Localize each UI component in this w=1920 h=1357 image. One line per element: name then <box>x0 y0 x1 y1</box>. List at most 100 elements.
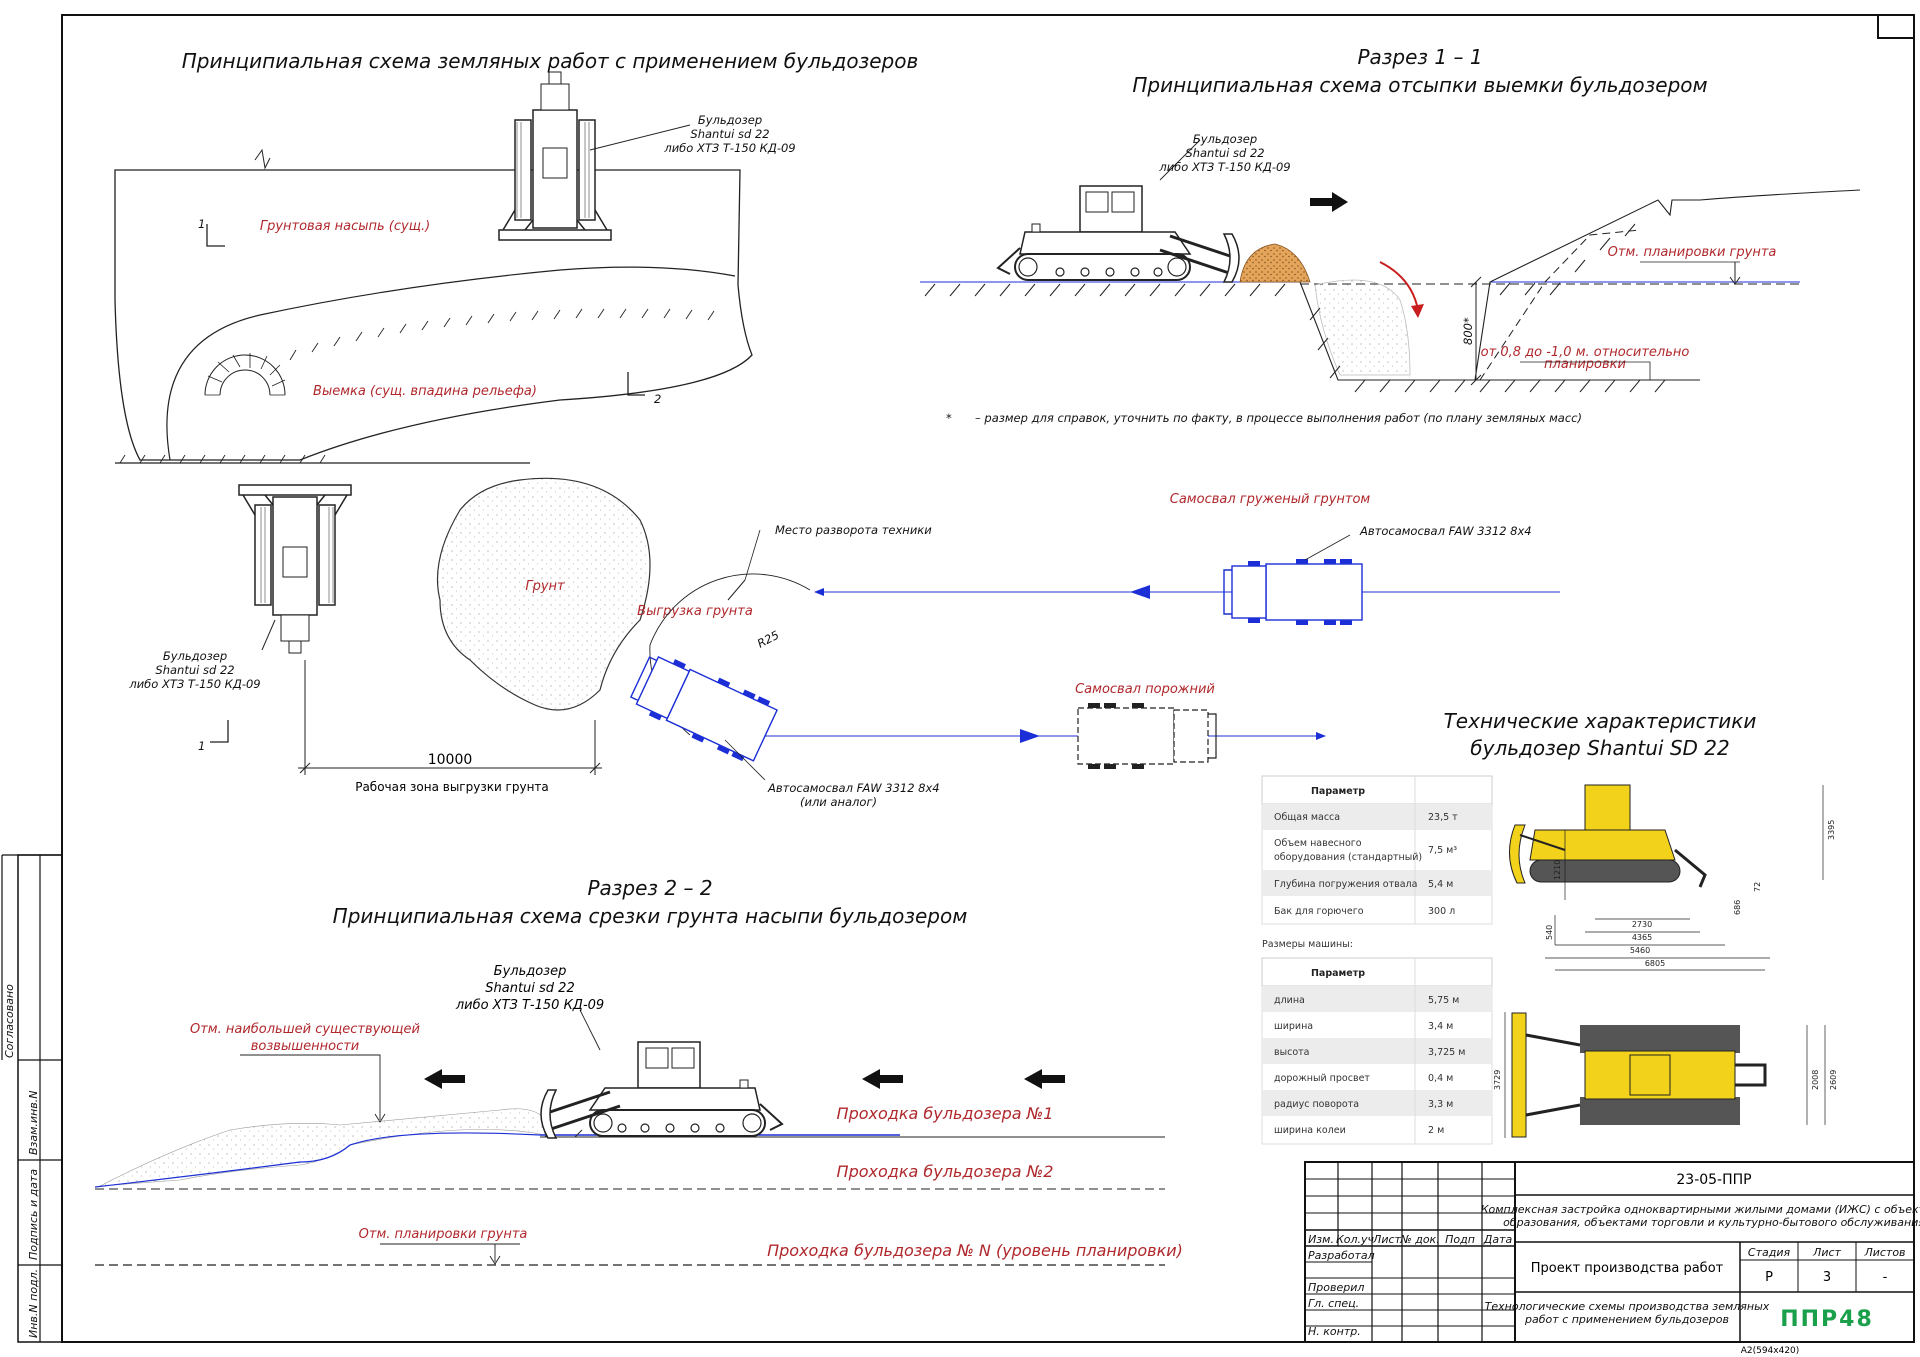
specs-table-2: Параметр длина 5,75 м ширина 3,4 м высот… <box>1261 957 1493 1145</box>
cut-mark-2: 2 <box>627 372 661 406</box>
svg-text:2 м: 2 м <box>1428 1125 1444 1136</box>
bulldozer-label-section11: Бульдозер Shantui sd 22 либо ХТЗ Т-150 К… <box>1158 132 1290 174</box>
svg-text:Н. контр.: Н. контр. <box>1308 1325 1361 1338</box>
svg-text:Параметр: Параметр <box>1311 968 1365 979</box>
title-block-col-headers: Изм. Кол.уч Лист № док. Подп Дата <box>1308 1233 1512 1246</box>
stamp-sheet-h: Лист <box>1812 1246 1841 1259</box>
section11-excavation <box>1299 189 1861 381</box>
svg-text:3,725 м: 3,725 м <box>1428 1047 1465 1058</box>
stamp-sheets-h: Листов <box>1863 1246 1905 1259</box>
svg-text:Кол.уч: Кол.уч <box>1336 1233 1375 1246</box>
svg-text:Shantui sd 22: Shantui sd 22 <box>485 981 574 996</box>
svg-text:1: 1 <box>198 739 205 753</box>
truck-empty <box>1077 703 1217 769</box>
stamp-stage-h: Стадия <box>1748 1246 1791 1259</box>
svg-text:оборудования (стандартный): оборудования (стандартный) <box>1274 852 1422 863</box>
stamp-desc-1: Технологические схемы производства земля… <box>1485 1300 1770 1313</box>
svg-text:Бак для горючего: Бак для горючего <box>1274 906 1364 917</box>
section11-slope-right <box>1479 229 1641 381</box>
truck-unloading <box>625 646 780 767</box>
svg-text:5,4 м: 5,4 м <box>1428 879 1453 890</box>
svg-text:0,4 м: 0,4 м <box>1428 1073 1453 1084</box>
side-replace-inv: Взам.инв.N <box>27 1091 40 1155</box>
cut-mark-1-top: 1 <box>198 217 225 247</box>
svg-text:Бульдозер: Бульдозер <box>163 649 227 663</box>
unloading-label: Выгрузка грунта <box>637 604 753 619</box>
yellow-dozer-dims <box>1545 785 1824 971</box>
specs-title-a: Технические характеристики <box>1444 709 1757 733</box>
section11-fill <box>1314 279 1411 376</box>
pass2-label: Проходка бульдозера №2 <box>837 1162 1054 1181</box>
section22-surface <box>94 1132 541 1188</box>
title-block-roles: Разработал Проверил Гл. спец. Н. контр. <box>1308 1249 1375 1338</box>
stamp-sheet: 3 <box>1823 1270 1831 1285</box>
corner-mark <box>1877 15 1914 39</box>
stamp-project-2: образования, объектами торговли и культу… <box>1503 1216 1920 1229</box>
section22-title-b: Принципиальная схема срезки грунта насып… <box>333 904 968 928</box>
bulldozer-label-plan-bottom: Бульдозер Shantui sd 22 либо ХТЗ Т-150 К… <box>128 649 260 691</box>
bulldozer-label-plan-top: Бульдозер Shantui sd 22 либо ХТЗ Т-150 К… <box>663 113 795 155</box>
svg-text:7,5 м³: 7,5 м³ <box>1428 845 1457 856</box>
highest-label-2: возвышенности <box>251 1039 359 1054</box>
svg-text:Дата: Дата <box>1483 1233 1513 1246</box>
svg-text:Shantui sd 22: Shantui sd 22 <box>690 127 769 141</box>
excavation-label: Выемка (сущ. впадина рельефа) <box>313 384 537 399</box>
svg-text:Подп: Подп <box>1445 1233 1475 1246</box>
svg-text:Бульдозер: Бульдозер <box>1193 132 1257 146</box>
note-text: – размер для справок, уточнить по факту,… <box>975 411 1582 425</box>
bulldozer-section22 <box>539 1040 784 1140</box>
dim-4365: 4365 <box>1632 933 1652 942</box>
dim-5460: 5460 <box>1630 946 1650 955</box>
section22-level-label: Отм. планировки грунта <box>359 1227 528 1242</box>
side-agreed: Согласовано <box>3 984 16 1058</box>
stamp-stage: Р <box>1765 1270 1773 1285</box>
dim-2008: 2008 <box>1811 1070 1820 1090</box>
zone-label: Рабочая зона выгрузки грунта <box>355 780 549 794</box>
svg-text:Бульдозер: Бульдозер <box>494 964 567 979</box>
dim-2609: 2609 <box>1829 1070 1838 1090</box>
radius-label: R25 <box>755 628 782 651</box>
main-title: Принципиальная схема земляных работ с пр… <box>182 49 919 73</box>
svg-text:Общая масса: Общая масса <box>1274 812 1340 823</box>
specs-table-1: Параметр Общая масса 23,5 т Объем навесн… <box>1261 775 1493 925</box>
section22-fill <box>99 1108 546 1187</box>
stamp-desc-2: работ с применением бульдозеров <box>1524 1313 1729 1326</box>
specs-title-b: бульдозер Shantui SD 22 <box>1470 736 1729 760</box>
svg-text:Объем навесного: Объем навесного <box>1274 838 1362 849</box>
sheet-format: А2(594х420) <box>1741 1346 1800 1356</box>
depth-value: 800* <box>1461 317 1475 345</box>
side-stamp-lines <box>1 854 62 1342</box>
fall-arrow <box>1379 261 1419 311</box>
dim-72: 72 <box>1753 882 1762 892</box>
svg-text:Параметр: Параметр <box>1311 786 1365 797</box>
truck-loaded <box>1223 558 1363 626</box>
svg-text:Разработал: Разработал <box>1308 1249 1375 1262</box>
truck-loaded-label: Самосвал груженый грунтом <box>1170 492 1371 507</box>
soil-pile <box>436 477 651 711</box>
svg-text:Бульдозер: Бульдозер <box>698 113 762 127</box>
truck-model-top: Автосамосвал FAW 3312 8х4 <box>1359 524 1532 538</box>
bulldozer-plan-bottom <box>238 484 352 654</box>
dim-1210: 1210 <box>1553 860 1562 880</box>
excavation-curve <box>166 266 736 461</box>
highest-label-1: Отм. наибольшей существующей <box>190 1022 420 1037</box>
svg-text:1: 1 <box>198 217 205 231</box>
section11-title-b: Принципиальная схема отсыпки выемки буль… <box>1132 73 1707 97</box>
dim-3729: 3729 <box>1493 1070 1502 1090</box>
arc-hatch <box>204 354 286 396</box>
embankment-label: Грунтовая насыпь (сущ.) <box>260 219 430 234</box>
section22-title-a: Разрез 2 – 2 <box>587 876 712 900</box>
slope-hatch <box>289 308 715 361</box>
svg-text:3,3 м: 3,3 м <box>1428 1099 1453 1110</box>
stamp-sheets: - <box>1883 1270 1888 1285</box>
section11-ground-hatch <box>924 223 1666 393</box>
yellow-dozer-top <box>1511 1012 1767 1138</box>
dim-2730: 2730 <box>1632 920 1652 929</box>
range-label-2: планировки <box>1544 357 1626 372</box>
truck-model-bottom: Автосамосвал FAW 3312 8х4 <box>767 781 940 795</box>
svg-text:дорожный просвет: дорожный просвет <box>1274 1073 1370 1084</box>
truck-empty-label: Самосвал порожний <box>1075 682 1215 697</box>
dim-6805: 6805 <box>1645 959 1665 968</box>
svg-text:ширина колеи: ширина колеи <box>1274 1125 1346 1136</box>
